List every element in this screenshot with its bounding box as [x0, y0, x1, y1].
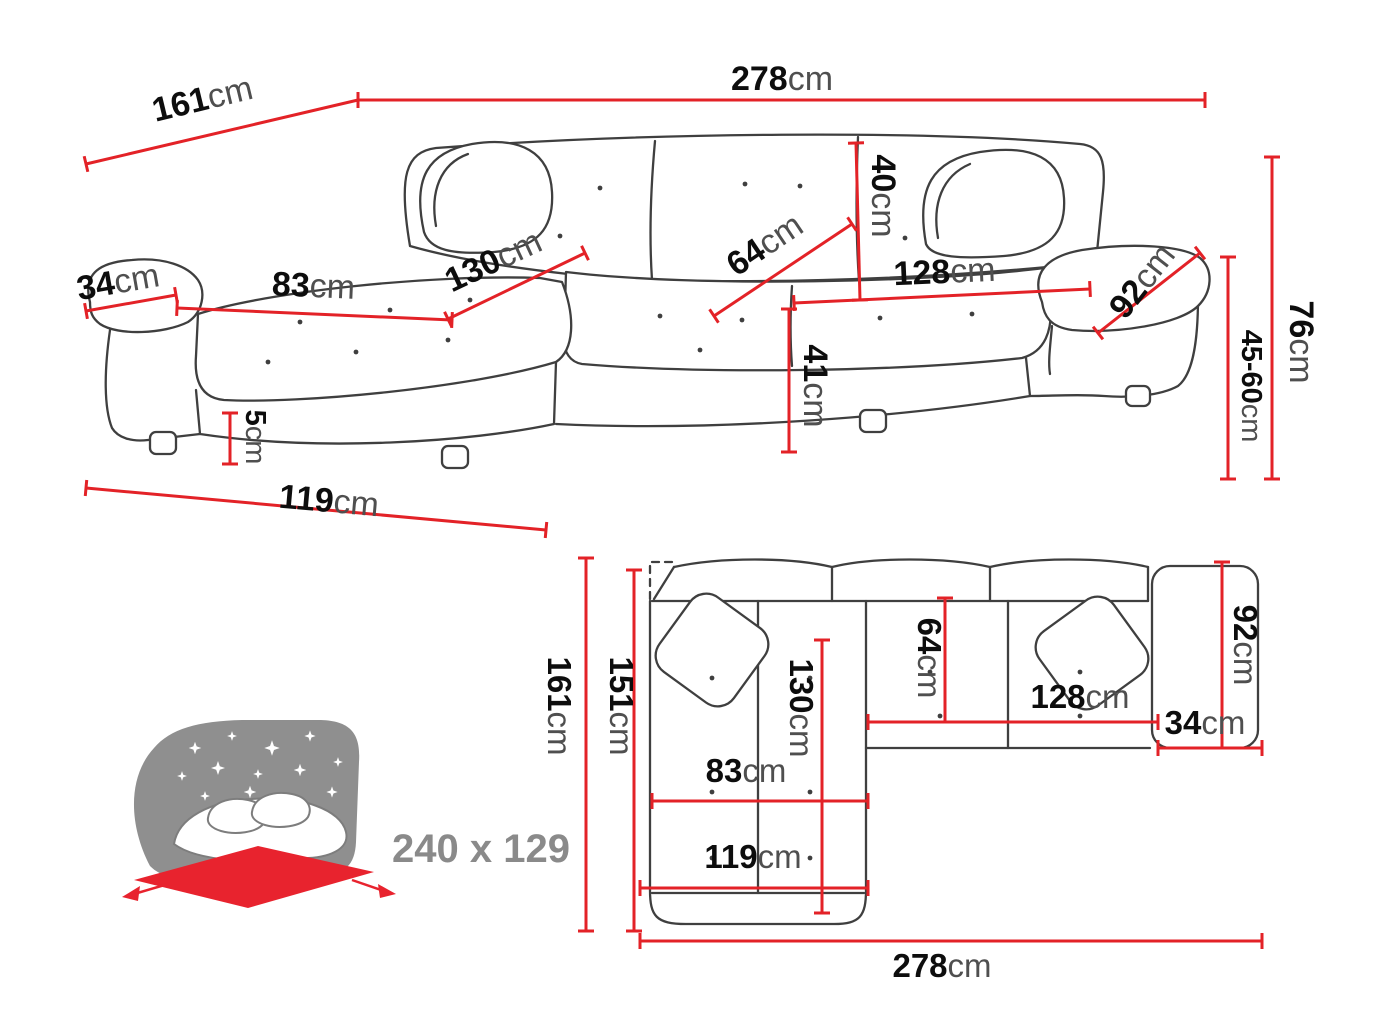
mattress [134, 846, 374, 908]
dim-line-130-perspective [443, 245, 590, 327]
plan-dimensions: 161cm 151cm 130cm 64cm 128cm 92cm 34cm 8… [541, 556, 1264, 984]
backrest-seam-left [649, 139, 657, 282]
pull-out-arrow-right [351, 878, 396, 898]
dim-label-130-plan: 130cm [783, 658, 820, 757]
plan-corner-dashed [648, 560, 678, 601]
dim-line-34-perspective [83, 286, 179, 320]
dim-label-278-top: 278cm [731, 60, 833, 98]
bed-icon [122, 792, 396, 908]
plan-backrest-left-edge [652, 565, 676, 601]
dim-label-128-plan: 128cm [1030, 678, 1129, 715]
dim-label-40: 40cm [864, 154, 902, 237]
dim-line-92-perspective [1091, 245, 1207, 341]
dim-label-64-plan: 64cm [911, 618, 948, 699]
dim-label-83-perspective: 83cm [271, 265, 356, 307]
dim-label-83-plan: 83cm [706, 752, 787, 789]
dim-label-119-plan: 119cm [704, 838, 801, 875]
bed-pillow-right [250, 792, 311, 828]
chaise-seat [194, 276, 573, 402]
dim-label-92-plan: 92cm [1227, 605, 1264, 686]
dim-label-161-top: 161cm [148, 69, 256, 130]
plan-view: 161cm 151cm 130cm 64cm 128cm 92cm 34cm 8… [541, 556, 1264, 984]
main-base [554, 356, 1032, 428]
dim-label-41: 41cm [796, 344, 834, 427]
dim-label-34-plan: 34cm [1165, 704, 1246, 741]
left-body-side [104, 328, 202, 442]
perspective-view: 278cm 161cm 40cm 64cm 128cm 92cm 76cm 45… [74, 60, 1320, 539]
plan-right-pillow [1034, 595, 1150, 711]
plan-backrest-dividers [830, 565, 992, 603]
dim-line-119-perspective [83, 479, 549, 539]
right-pillow [922, 148, 1066, 259]
dim-line-161-top [82, 98, 359, 173]
dim-label-76: 76cm [1282, 300, 1320, 383]
sleeping-function-icon: 240 x 129 [122, 720, 570, 908]
dim-line-83-perspective [175, 299, 454, 329]
sofa-legs [148, 384, 1152, 470]
plan-left-pillow [654, 592, 770, 708]
left-pillow-fold [433, 152, 470, 228]
dim-line-128 [792, 280, 1092, 312]
dim-label-45-60: 45-60cm [1235, 330, 1267, 443]
bed-size-label: 240 x 129 [392, 827, 570, 871]
dim-label-119-perspective: 119cm [277, 478, 380, 525]
dim-label-5: 5cm [239, 410, 271, 465]
dim-label-161-plan: 161cm [541, 656, 578, 755]
dim-label-128: 128cm [893, 251, 997, 293]
dim-label-34-perspective: 34cm [74, 256, 162, 308]
plan-body-outline [648, 599, 1152, 926]
dim-label-151-plan: 151cm [603, 656, 640, 755]
right-armrest-inner [1048, 324, 1054, 376]
pull-out-arrow-left [122, 882, 169, 901]
dim-label-278-plan: 278cm [892, 947, 991, 984]
plan-backrest-top [672, 558, 1150, 569]
dim-line-64 [708, 216, 858, 324]
right-pillow-fold [935, 162, 972, 240]
dim-line-40 [847, 141, 869, 302]
